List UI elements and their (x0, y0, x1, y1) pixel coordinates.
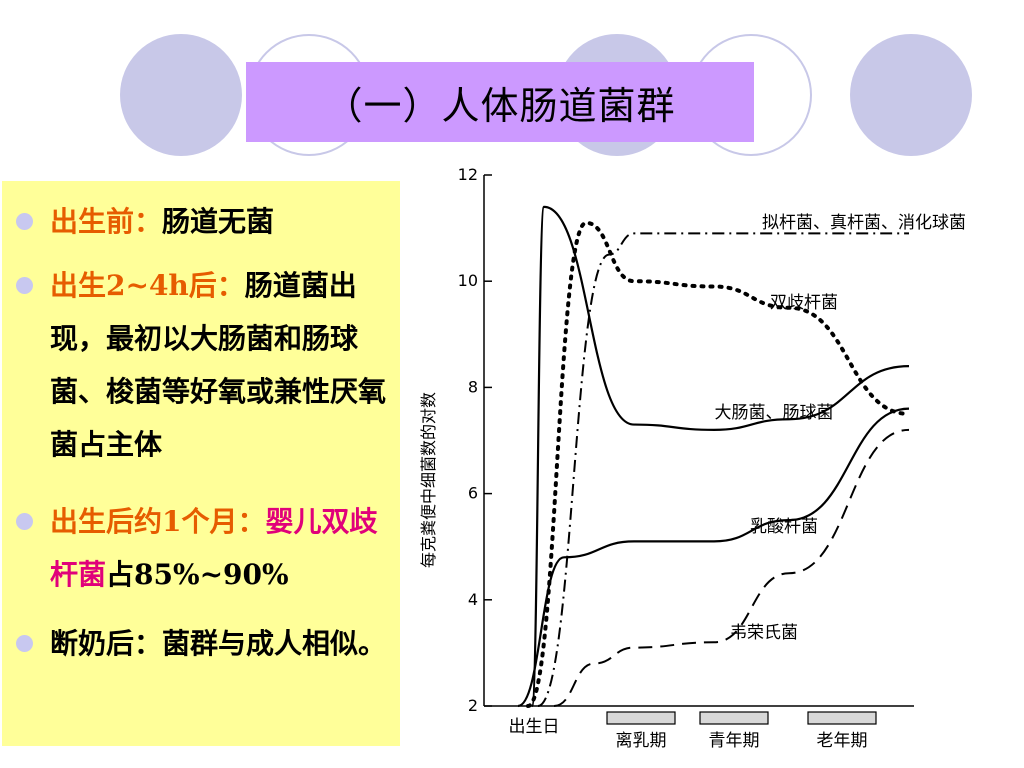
bullet-label: 出生2~4h后： (50, 269, 245, 302)
bullet-text: 占85%~90% (106, 558, 289, 591)
decor-circle-1 (120, 34, 242, 156)
bullet-text: 肠道菌出现，最初以大肠菌和肠球菌、梭菌等好氧或兼性厌氧菌占主体 (50, 269, 387, 461)
series-label: 大肠菌、肠球菌 (715, 403, 834, 423)
y-tick-label: 2 (468, 696, 478, 715)
title-banner: （一）人体肠道菌群 (246, 62, 754, 142)
chart-y-ticks: 2 4 6 8 10 12 (458, 165, 492, 715)
bullet-dot (16, 213, 33, 230)
bullet-highlight: 婴儿双歧杆菌 (50, 505, 378, 591)
bullet-dot (16, 635, 33, 652)
series-line (526, 220, 911, 708)
stage-label: 老年期 (817, 731, 868, 751)
bullet-dot (16, 513, 33, 530)
stage-label: 青年期 (709, 731, 760, 751)
y-axis-label: 每克粪便中细菌数的对数 (419, 392, 438, 568)
bullet-item: 断奶后：菌群与成人相似。 (16, 617, 396, 670)
stage-bar (807, 711, 877, 725)
decor-circle-5 (850, 34, 972, 156)
y-tick-label: 6 (468, 484, 478, 503)
bullet-dot (16, 277, 33, 294)
bullet-panel: 出生前：肠道无菌 出生2~4h后：肠道菌出现，最初以大肠菌和肠球菌、梭菌等好氧或… (2, 181, 400, 746)
y-tick-label: 12 (458, 165, 478, 184)
y-tick-label: 4 (468, 590, 478, 609)
y-tick-label: 8 (468, 377, 478, 396)
series-label: 拟杆菌、真杆菌、消化球菌 (762, 213, 966, 233)
stage-label: 离乳期 (616, 731, 667, 751)
series-label: 乳酸杆菌 (750, 517, 818, 537)
stage-bar (606, 711, 676, 725)
bullet-item: 出生后约1个月：婴儿双歧杆菌占85%~90% (16, 495, 396, 601)
bullet-item: 出生2~4h后：肠道菌出现，最初以大肠菌和肠球菌、梭菌等好氧或兼性厌氧菌占主体 (16, 259, 396, 471)
chart-axes (483, 175, 914, 707)
bullet-text: 肠道无菌 (162, 205, 275, 238)
bullet-text: 断奶后：菌群与成人相似。 (50, 627, 387, 660)
chart-series (517, 205, 911, 708)
series-label: 双歧杆菌 (770, 293, 838, 313)
series-line (517, 407, 910, 708)
stage-bar (699, 711, 769, 725)
y-tick-label: 10 (458, 271, 478, 290)
bullet-label: 出生前： (50, 205, 163, 238)
stage-label: 出生日 (509, 717, 560, 737)
page-title: （一）人体肠道菌群 (324, 83, 676, 128)
series-line (530, 205, 910, 708)
series-line (537, 232, 909, 707)
series-line (553, 428, 910, 707)
bullet-item: 出生前：肠道无菌 (16, 195, 396, 248)
series-label: 韦荣氏菌 (730, 623, 798, 643)
bullet-label: 出生后约1个月： (50, 505, 266, 538)
